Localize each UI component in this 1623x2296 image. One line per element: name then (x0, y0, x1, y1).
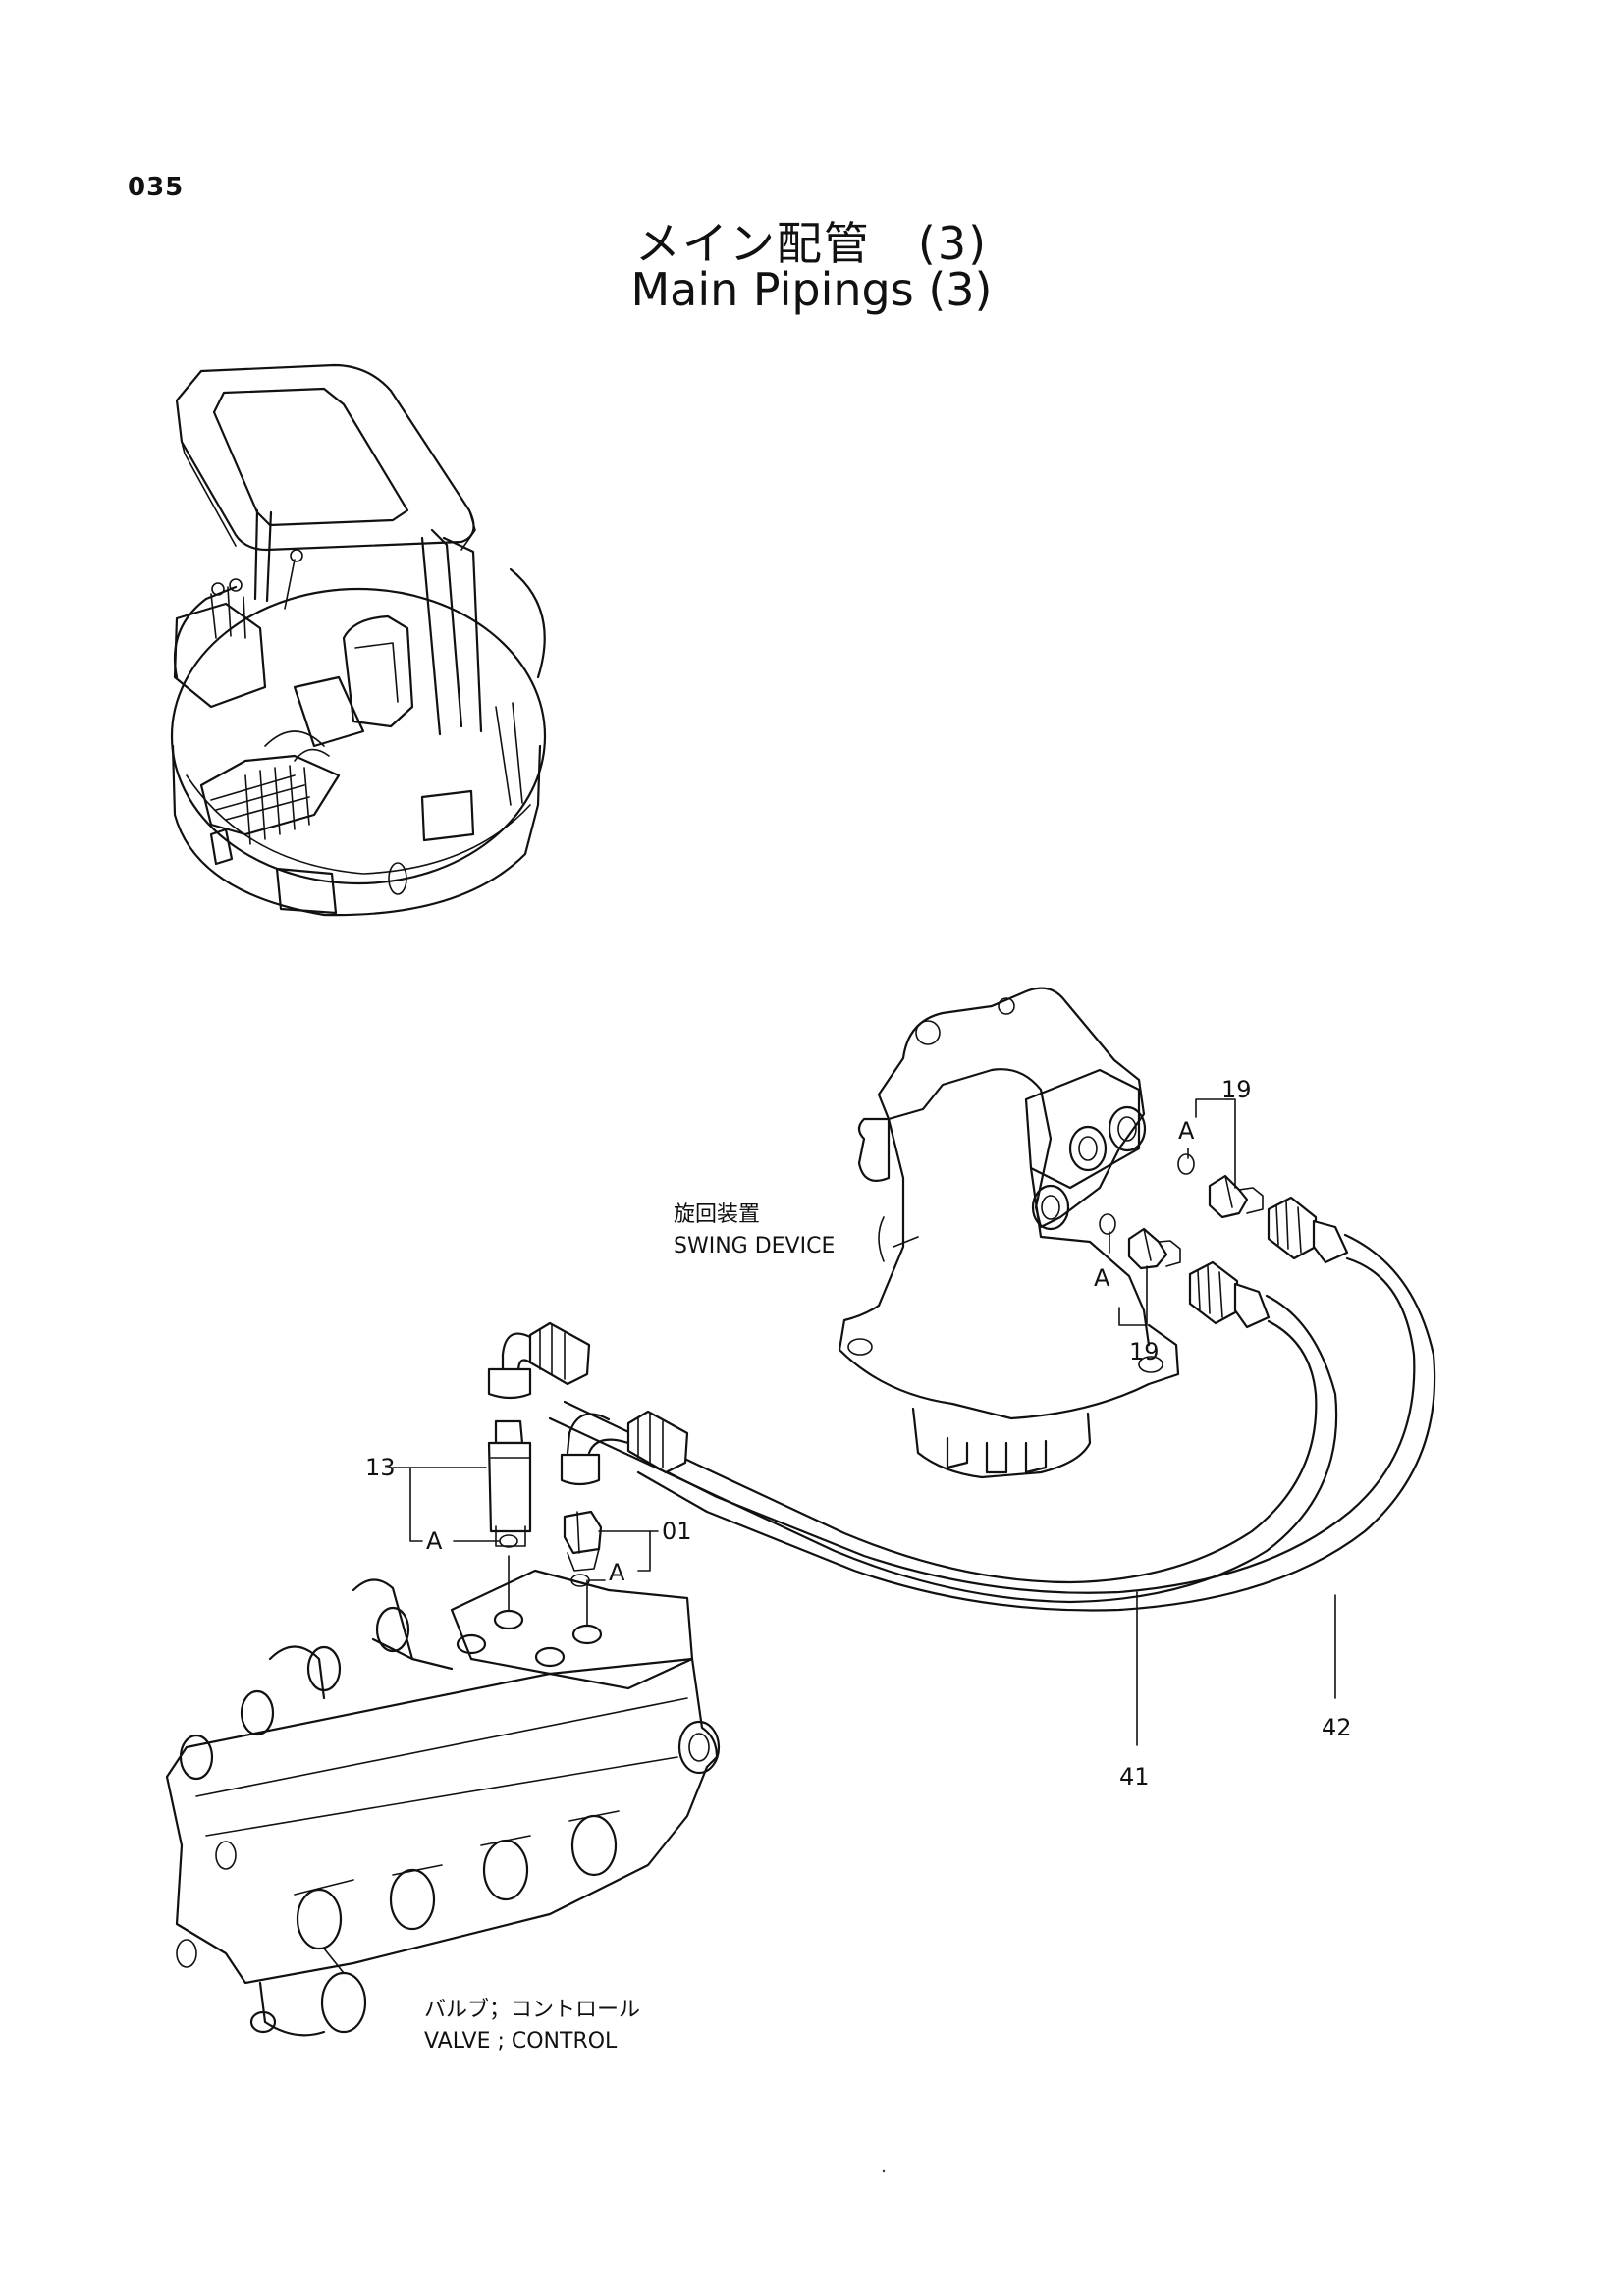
page-number: 035 (128, 173, 185, 202)
callout-42: 42 (1322, 1714, 1352, 1741)
swing-fittings (1099, 1153, 1264, 1270)
callout-19-upper: 19 (1221, 1076, 1252, 1103)
control-valve-label-jp: バルブ；コントロール (424, 1998, 640, 2022)
swing-device-label-en: SWING DEVICE (674, 1234, 835, 1258)
callout-13: 13 (365, 1454, 396, 1481)
component-labels: 旋回装置 SWING DEVICE バルブ；コントロール VALVE ; CON… (424, 1202, 835, 2054)
machine-overview-illustration (170, 363, 547, 917)
leader-lines (392, 1098, 1336, 1746)
callout-a-upper: A (1178, 1117, 1195, 1145)
callout-labels: 19 A A 19 13 A 01 A 41 42 (365, 1076, 1352, 1790)
swing-device-label-jp: 旋回装置 (674, 1202, 760, 1227)
swing-device-illustration (838, 987, 1180, 1479)
callout-01: 01 (662, 1518, 692, 1545)
callout-a-01: A (609, 1559, 625, 1586)
callout-19-lower: 19 (1129, 1338, 1160, 1365)
page-title-japanese: メイン配管 (3) (634, 217, 989, 270)
page-title-english: Main Pipings (3) (630, 263, 993, 316)
callout-a-13: A (426, 1527, 443, 1555)
control-valve-illustration (165, 1555, 721, 2037)
o-ring-lower (1099, 1213, 1116, 1235)
hose-assemblies (487, 1196, 1436, 1612)
o-ring-13 (499, 1534, 518, 1548)
callout-a-lower: A (1094, 1264, 1110, 1292)
callout-41: 41 (1119, 1763, 1150, 1790)
o-ring-upper (1177, 1153, 1195, 1175)
left-fittings (487, 1419, 603, 1587)
stray-mark (882, 2169, 886, 2173)
control-valve-label-en: VALVE ; CONTROL (424, 2029, 618, 2054)
